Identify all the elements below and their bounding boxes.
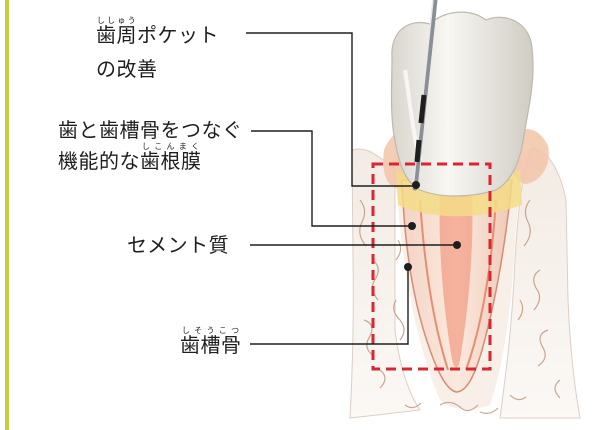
point-bone	[404, 263, 412, 271]
label-periodontal-ligament: 歯と歯槽骨をつなぐ 機能的な歯根膜しこんまく	[58, 115, 243, 177]
label-pocket-line2: の改善	[96, 57, 158, 81]
point-cementum	[453, 241, 461, 249]
label-alveolar-bone: 歯槽骨しそうこつ	[180, 326, 242, 360]
label-cementum: セメント質	[127, 230, 229, 260]
point-ligament	[408, 222, 416, 230]
ruby-shishu: 歯周ししゅう	[96, 23, 137, 47]
label-ligament-line1: 歯と歯槽骨をつなぐ	[58, 118, 243, 142]
ruby-shikonmaku: 歯根膜しこんまく	[140, 149, 202, 173]
point-pocket	[412, 181, 420, 189]
tooth-crown	[392, 12, 534, 196]
label-periodontal-pocket: 歯周ししゅうポケット の改善	[96, 16, 219, 86]
ruby-shisoukotsu: 歯槽骨しそうこつ	[180, 333, 242, 357]
